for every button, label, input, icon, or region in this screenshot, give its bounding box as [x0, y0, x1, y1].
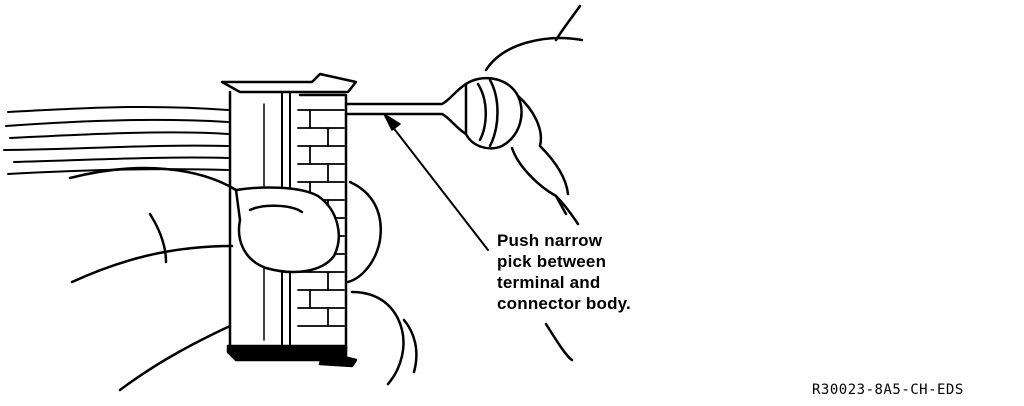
connector-body: [220, 72, 358, 368]
callout-line-3: terminal and: [497, 273, 601, 292]
left-hand: [68, 166, 418, 392]
callout-line-4: connector body.: [497, 294, 631, 313]
callout-text: Push narrow pick between terminal and co…: [497, 230, 631, 314]
right-hand: [484, 4, 584, 362]
figure-code: R30023-8A5-CH-EDS: [812, 382, 964, 398]
callout-leader: [383, 113, 489, 251]
callout-line-2: pick between: [497, 252, 607, 271]
pick-tool: [344, 76, 523, 150]
callout-line-1: Push narrow: [497, 231, 603, 250]
wire-bundle: [3, 105, 229, 175]
